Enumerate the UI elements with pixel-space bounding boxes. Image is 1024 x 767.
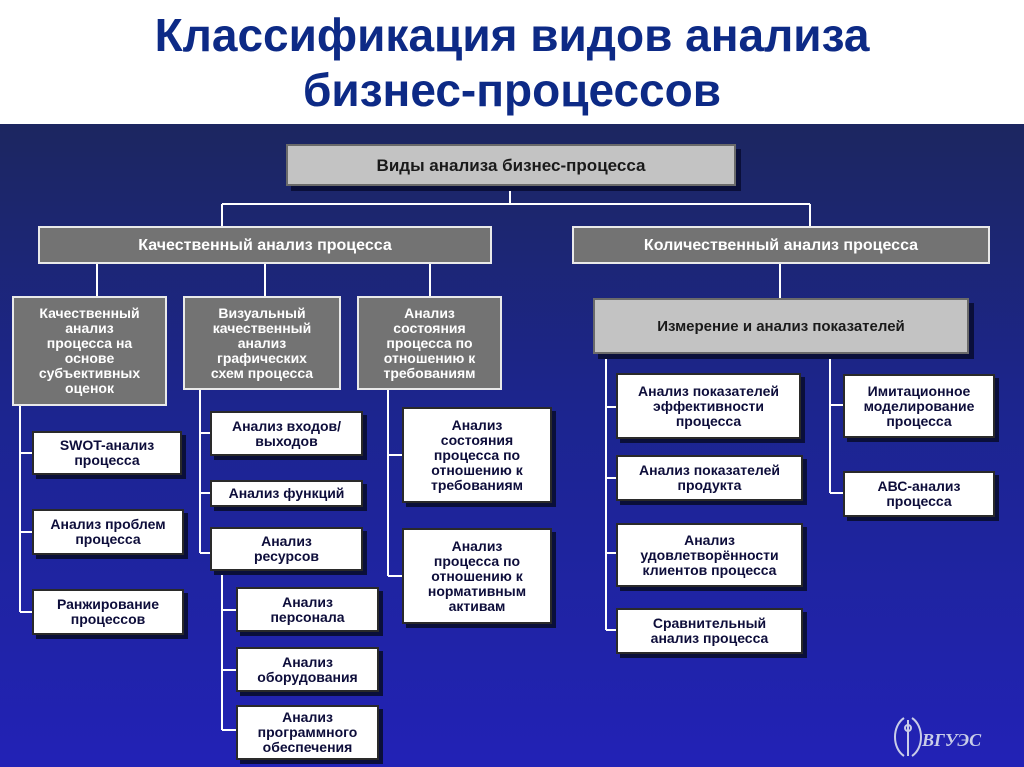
indicator-measurement-box: Измерение и анализ показателей — [593, 298, 969, 354]
software-analysis-box: Анализ программного обеспечения — [236, 705, 379, 760]
resource-analysis-box: Анализ ресурсов — [210, 527, 363, 571]
problem-analysis-box: Анализ проблем процесса — [32, 509, 184, 555]
page-title-line-1: Классификация видов анализа — [154, 9, 870, 61]
title-area: Классификация видов анализа бизнес-проце… — [0, 0, 1024, 124]
normative-assets-analysis-box: Анализ процесса по отношению к нормативн… — [402, 528, 552, 624]
input-output-analysis-box: Анализ входов/ выходов — [210, 411, 363, 456]
equipment-analysis-box: Анализ оборудования — [236, 647, 379, 692]
personnel-analysis-box: Анализ персонала — [236, 587, 379, 632]
visual-qualitative-analysis-box: Визуальный качественный анализ графическ… — [183, 296, 341, 390]
root-box: Виды анализа бизнес-процесса — [286, 144, 736, 186]
quantitative-analysis-box: Количественный анализ процесса — [572, 226, 990, 264]
product-indicators-box: Анализ показателей продукта — [616, 455, 803, 501]
efficiency-indicators-box: Анализ показателей эффективности процесс… — [616, 373, 801, 439]
process-state-requirements-box: Анализ состояния процесса по отношению к… — [402, 407, 552, 503]
simulation-modeling-box: Имитационное моделирование процесса — [843, 374, 995, 438]
requirements-state-analysis-box: Анализ состояния процесса по отношению к… — [357, 296, 502, 390]
subjective-qualitative-analysis-box: Качественный анализ процесса на основe с… — [12, 296, 167, 406]
comparative-analysis-box: Сравнительный анализ процесса — [616, 608, 803, 654]
swot-analysis-box: SWOT-анализ процесса — [32, 431, 182, 475]
function-analysis-box: Анализ функций — [210, 480, 363, 507]
university-logo-icon — [894, 717, 922, 757]
process-ranking-box: Ранжирование процессов — [32, 589, 184, 635]
abc-analysis-box: АВС-анализ процесса — [843, 471, 995, 517]
page-title-line-2: бизнес-процессов — [303, 64, 721, 116]
customer-satisfaction-box: Анализ удовлетворённости клиентов процес… — [616, 523, 803, 587]
qualitative-analysis-box: Качественный анализ процесса — [38, 226, 492, 264]
logo-text: ВГУЭС — [922, 730, 982, 750]
